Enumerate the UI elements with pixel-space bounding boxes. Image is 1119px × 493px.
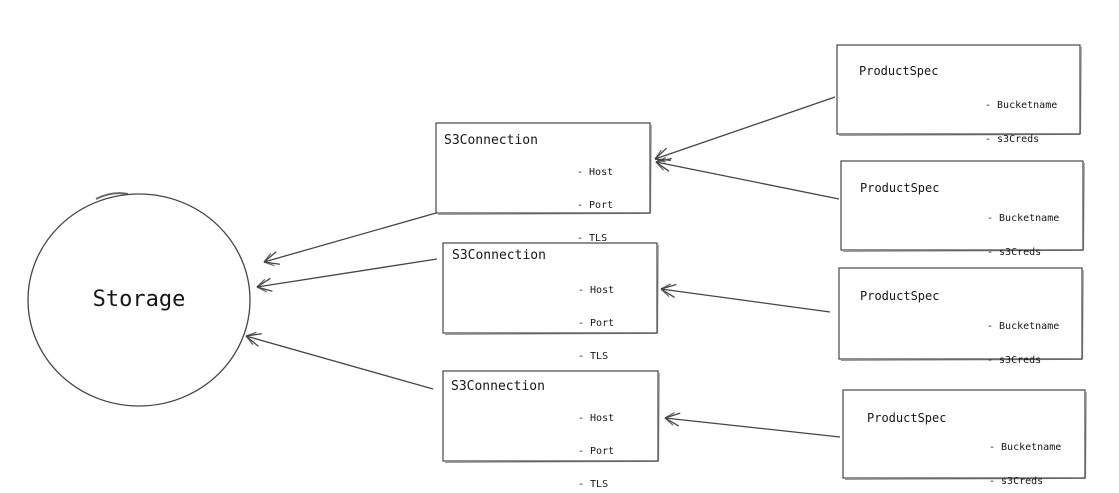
productspec-box-3-sketch-bottom	[840, 358, 1083, 361]
edge-ps1-s3c1	[654, 96, 836, 160]
attribute-item: - Port	[578, 318, 615, 329]
edge-ps2-s3c1	[655, 161, 840, 200]
attribute-item: - s3Creds	[989, 476, 1044, 487]
attribute-item: - Host	[578, 413, 615, 424]
edge-ps3-s3c2-arrowhead	[660, 283, 672, 290]
s3connection-box-2	[442, 242, 658, 334]
productspec-box-3	[838, 267, 1083, 360]
edge-s3c2-storage-arrowhead	[256, 286, 268, 293]
edge-ps1-s3c1-arrowhead	[654, 149, 662, 160]
productspec-box-3-sketch-right	[1082, 269, 1084, 360]
edge-ps3-s3c2-arrowhead	[660, 288, 670, 298]
attribute-item: - Bucketname	[987, 213, 1060, 224]
productspec-box-2	[840, 160, 1084, 251]
edge-s3c3-storage-arrowhead	[245, 335, 254, 345]
edge-ps4-s3c3-arrowhead	[664, 412, 675, 419]
productspec-box-1-sketch-bottom	[838, 133, 1081, 136]
productspec-2-title: ProductSpec	[860, 181, 940, 195]
s3connection-box-2-sketch-right	[657, 244, 659, 334]
s3connection-box-1	[435, 122, 651, 214]
attribute-item: - s3Creds	[987, 247, 1042, 258]
edge-ps2-s3c1-arrowhead	[655, 156, 667, 163]
attribute-item: - TLS	[578, 351, 609, 362]
s3connection-box-2-sketch-bottom	[444, 332, 658, 335]
s3connection-1-attributes: - Host - Port - TLS	[577, 145, 613, 266]
s3connection-2-title: S3Connection	[452, 248, 546, 263]
edge-s3c1-storage-arrowhead	[263, 261, 275, 267]
productspec-4-attributes: - Bucketname - s3Creds	[989, 420, 1061, 493]
attribute-item: - Port	[578, 446, 615, 457]
attribute-item: - Port	[577, 200, 614, 211]
productspec-3-title: ProductSpec	[860, 289, 940, 303]
productspec-1-title: ProductSpec	[859, 64, 939, 78]
edge-s3c1-storage-arrowhead	[263, 252, 272, 263]
s3connection-box-3	[442, 370, 659, 462]
attribute-item: - Host	[577, 167, 614, 178]
productspec-box-2-sketch-bottom	[842, 249, 1084, 252]
productspec-2-attributes: - Bucketname - s3Creds	[987, 191, 1059, 281]
productspec-box-4	[842, 389, 1086, 479]
edge-ps3-s3c2	[660, 288, 831, 313]
edge-s3c3-storage	[245, 335, 434, 390]
attribute-item: - Bucketname	[987, 321, 1060, 332]
storage-node-label: Storage	[92, 287, 186, 312]
edge-ps4-s3c3-arrowhead	[664, 417, 674, 426]
productspec-box-4-sketch-right	[1085, 391, 1087, 479]
s3connection-box-1-sketch-bottom	[437, 212, 651, 215]
s3connection-box-1-sketch-right	[650, 124, 652, 214]
s3connection-box-3-sketch-right	[658, 372, 660, 462]
s3connection-3-attributes: - Host - Port - TLS	[578, 391, 614, 493]
s3connection-2-attributes: - Host - Port - TLS	[578, 263, 614, 384]
edge-s3c1-storage	[263, 212, 437, 263]
attribute-item: - TLS	[578, 479, 609, 490]
productspec-box-4-sketch-bottom	[844, 477, 1086, 480]
attribute-item: - s3Creds	[987, 355, 1042, 366]
attribute-item: - Bucketname	[989, 442, 1062, 453]
attribute-item: - Bucketname	[985, 100, 1058, 111]
storage-circle	[27, 193, 251, 407]
productspec-4-title: ProductSpec	[867, 411, 947, 425]
productspec-box-1-sketch-right	[1080, 46, 1082, 135]
edge-s3c3-storage-arrowhead	[245, 331, 257, 337]
s3connection-3-title: S3Connection	[451, 379, 545, 394]
edge-ps2-s3c1-arrowhead	[655, 161, 664, 171]
attribute-item: - Host	[578, 285, 615, 296]
productspec-1-attributes: - Bucketname - s3Creds	[985, 78, 1057, 168]
attribute-item: - TLS	[577, 233, 608, 244]
s3connection-box-3-sketch-bottom	[444, 460, 659, 463]
attribute-item: - s3Creds	[985, 134, 1040, 145]
edge-s3c2-storage-arrowhead	[256, 278, 266, 288]
productspec-box-1	[836, 44, 1081, 135]
productspec-3-attributes: - Bucketname - s3Creds	[987, 299, 1059, 389]
edge-ps4-s3c3	[664, 417, 841, 438]
s3connection-1-title: S3Connection	[444, 133, 538, 148]
storage-circle-sketch-overlap	[95, 192, 129, 200]
edge-s3c2-storage	[256, 258, 438, 288]
productspec-box-2-sketch-right	[1083, 162, 1085, 251]
